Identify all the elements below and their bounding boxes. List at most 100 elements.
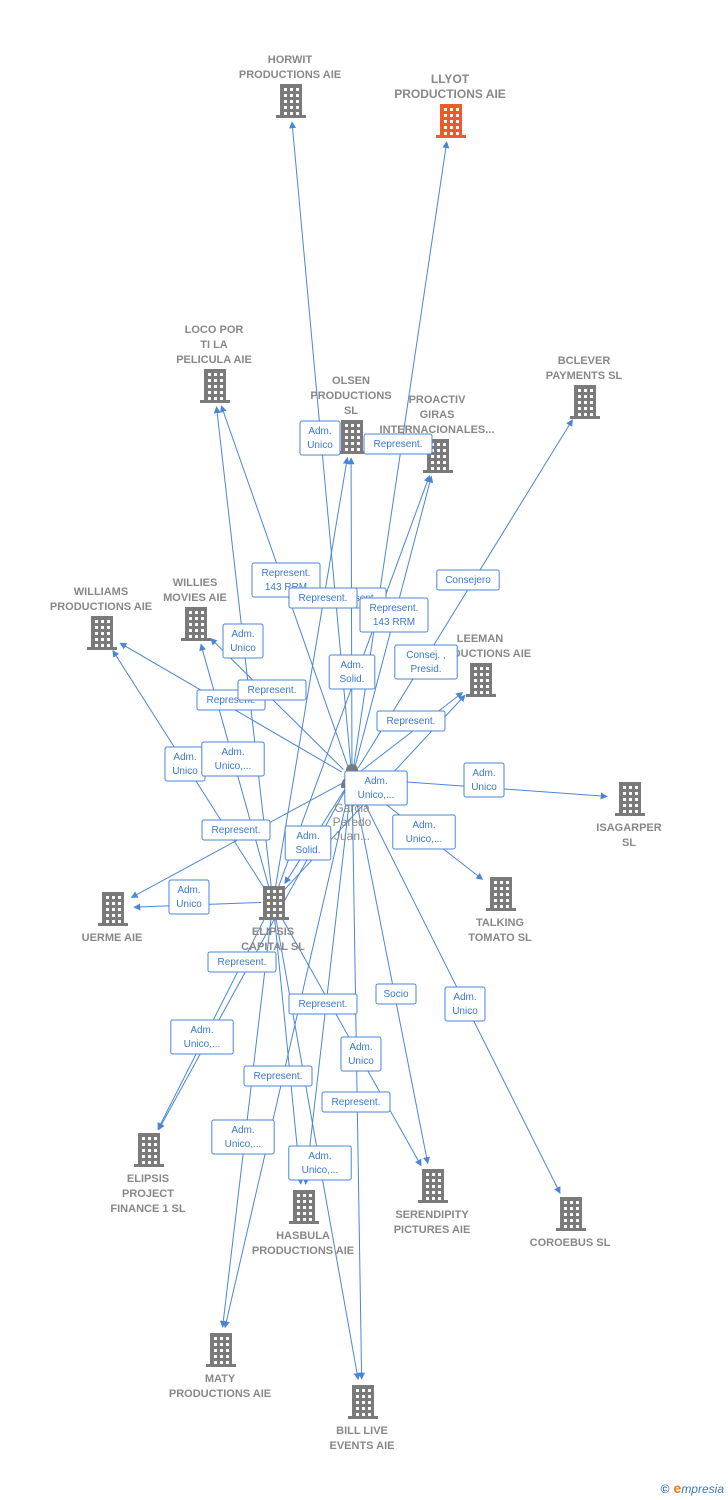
edge-label-text: Adm.: [308, 1151, 331, 1162]
edge-label[interactable]: Adm.Unico: [463, 762, 505, 798]
edge-label[interactable]: Represent.: [288, 993, 358, 1015]
edge-label[interactable]: Represent.: [363, 433, 433, 455]
edge-label-text: Unico: [452, 1006, 478, 1017]
edge-label[interactable]: Socio: [375, 983, 417, 1005]
edge-label[interactable]: Represent.: [288, 587, 358, 609]
edge-label[interactable]: Adm.Unico: [222, 623, 264, 659]
node-label: ISAGARPER: [596, 822, 661, 834]
edge-label-text: Represent.: [207, 695, 256, 706]
edge-label-text: Unico: [172, 766, 198, 777]
edge-center-to-willies: [210, 637, 344, 770]
building-icon: [337, 420, 367, 454]
node-label: LLYOT: [431, 72, 470, 86]
edge-label[interactable]: Represent.: [237, 679, 307, 701]
edge-label-text: Adm.: [349, 1042, 372, 1053]
node-label: TALKING: [476, 917, 524, 929]
node-label: PROJECT: [122, 1188, 174, 1200]
node-label: CAPITAL SL: [241, 941, 305, 953]
node-label: EVENTS AIE: [330, 1440, 395, 1452]
node-label: SERENDIPITY: [395, 1209, 469, 1221]
edge-label-text: Represent.: [374, 439, 423, 450]
edge-label[interactable]: Represent.: [243, 1065, 313, 1087]
node-label: PROACTIV: [409, 394, 467, 406]
edge-label[interactable]: Adm. Unico,...: [211, 1119, 275, 1155]
edge-label[interactable]: Consej. ,Presid.: [394, 644, 458, 680]
edge-label[interactable]: Represent.143 RRM: [359, 597, 429, 633]
edge-label[interactable]: Adm. Unico: [340, 1036, 382, 1072]
edge-label[interactable]: Adm.Unico,...: [170, 1019, 234, 1055]
node-label: UERME AIE: [82, 932, 143, 944]
edge-label-text: Unico: [348, 1056, 374, 1067]
edge-label[interactable]: Adm.Unico,...: [344, 770, 408, 806]
brand-logo-e: e: [673, 1480, 682, 1496]
edge-label-text: Represent.: [212, 825, 261, 836]
node-label: PRODUCTIONS AIE: [394, 87, 506, 101]
edge-label-text: Adm.: [340, 660, 363, 671]
edge-label[interactable]: Adm.Solid.: [284, 825, 332, 861]
edge-label[interactable]: Adm.Unico: [164, 746, 206, 782]
building-icon: [289, 1190, 319, 1224]
edge-label[interactable]: Represent.: [207, 951, 277, 973]
node-label: INTERNACIONALES...: [380, 424, 495, 436]
building-icon: [570, 385, 600, 419]
edge-label[interactable]: Represent.: [376, 710, 446, 732]
building-icon: [200, 369, 230, 403]
edge-label[interactable]: Adm.Unico,...: [201, 741, 265, 777]
node-label: PRODUCTIONS: [310, 390, 391, 402]
edge-label-text: Adm.: [177, 885, 200, 896]
node-label: LEEMAN: [457, 633, 504, 645]
node-coroebus[interactable]: COROEBUS SL: [530, 1197, 611, 1249]
edge-label[interactable]: Adm.Solid.: [328, 654, 376, 690]
node-label: SL: [344, 405, 358, 417]
node-bclever[interactable]: BCLEVER PAYMENTS SL: [546, 355, 623, 419]
edge-label-text: Represent.: [387, 716, 436, 727]
edge-label-text: Represent.: [254, 1071, 303, 1082]
edge-label-text: Unico,...: [225, 1139, 262, 1150]
center-person-label: Juan...: [334, 829, 370, 843]
edge-label[interactable]: Adm.Unico: [299, 420, 341, 456]
building-icon: [436, 104, 466, 138]
edge-center-to-uerme: [130, 783, 342, 898]
edge-label[interactable]: Adm.Unico,...: [392, 814, 456, 850]
node-label: FINANCE 1 SL: [110, 1203, 185, 1215]
edge-elipsis_capital-to-hasbula: [273, 913, 304, 1185]
edge-label-text: Adm.: [231, 1125, 254, 1136]
empresia-footer[interactable]: ©empresia: [661, 1480, 724, 1496]
node-proactiv[interactable]: PROACTIVGIRASINTERNACIONALES...: [380, 394, 495, 473]
building-icon: [98, 892, 128, 926]
copyright-symbol: ©: [660, 1482, 670, 1496]
edge-label[interactable]: Represent.: [201, 819, 271, 841]
edge-label[interactable]: Represent.: [321, 1091, 391, 1113]
edge-label[interactable]: Consejero: [436, 569, 500, 591]
node-serendipity[interactable]: SERENDIPITY PICTURES AIE: [394, 1169, 471, 1236]
edge-label-text: Unico,...: [302, 1165, 339, 1176]
edge-label-text: Consejero: [445, 575, 491, 586]
node-label: PRODUCTIONS AIE: [252, 1245, 354, 1257]
edge-label-text: Represent.: [262, 568, 311, 579]
node-label: PAYMENTS SL: [546, 370, 623, 382]
building-icon: [206, 1333, 236, 1367]
edge-label[interactable]: Adm.Unico: [168, 879, 210, 915]
node-label: BCLEVER: [558, 355, 611, 367]
edge-label[interactable]: Adm.Unico: [444, 986, 486, 1022]
node-label: LOCO POR: [185, 324, 244, 336]
node-label: PELICULA AIE: [176, 354, 252, 366]
node-label: PICTURES AIE: [394, 1224, 471, 1236]
edge-label[interactable]: Adm. Unico,...: [288, 1145, 352, 1181]
edge-label-text: 143 RRM: [373, 617, 415, 628]
node-uerme[interactable]: UERME AIE: [82, 892, 143, 944]
node-label: PRODUCTIONS AIE: [239, 69, 341, 81]
